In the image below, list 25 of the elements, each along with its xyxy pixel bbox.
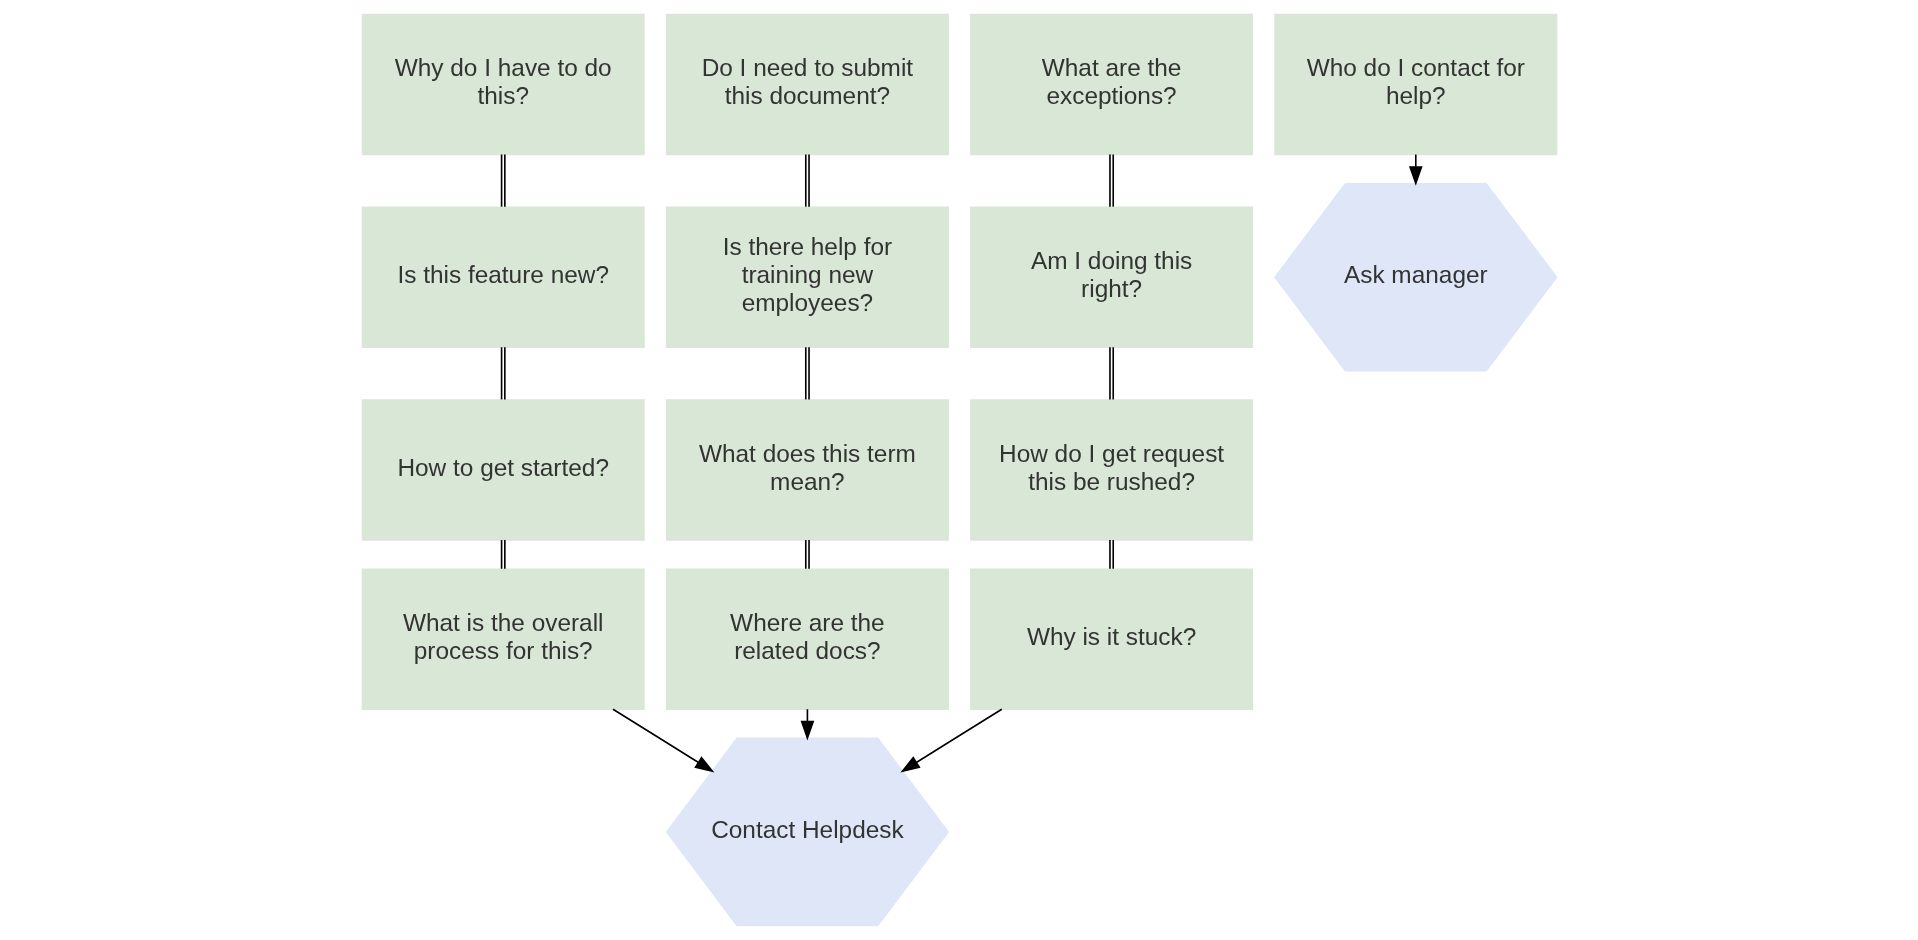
node-box: How to get started? — [361, 399, 645, 541]
node-box: Do I need to submit this document? — [665, 13, 949, 156]
connector — [500, 539, 506, 570]
connector — [1108, 539, 1114, 570]
connector — [804, 153, 810, 208]
connector — [1108, 346, 1114, 401]
connector — [500, 153, 506, 208]
arrow — [899, 708, 1003, 773]
arrow — [611, 708, 714, 773]
node-box: How do I get request this be rushed? — [969, 399, 1253, 541]
node-box: Why do I have to do this? — [361, 13, 645, 156]
connector — [804, 539, 810, 570]
node-box: Who do I contact for help? — [1273, 13, 1557, 156]
node-box: Why is it stuck? — [969, 568, 1253, 710]
node-box: Is this feature new? — [361, 206, 645, 348]
node-box: What does this term mean? — [665, 399, 949, 541]
connector — [1108, 153, 1114, 208]
node-box: What are the exceptions? — [969, 13, 1253, 156]
node-box: Am I doing this right? — [969, 206, 1253, 348]
node-box: Is there help for training new employees? — [665, 206, 949, 348]
arrow — [1408, 153, 1423, 186]
connector — [804, 346, 810, 401]
node-box: What is the overall process for this? — [361, 568, 645, 710]
node-box: Where are the related docs? — [665, 568, 949, 710]
connector — [500, 346, 506, 401]
